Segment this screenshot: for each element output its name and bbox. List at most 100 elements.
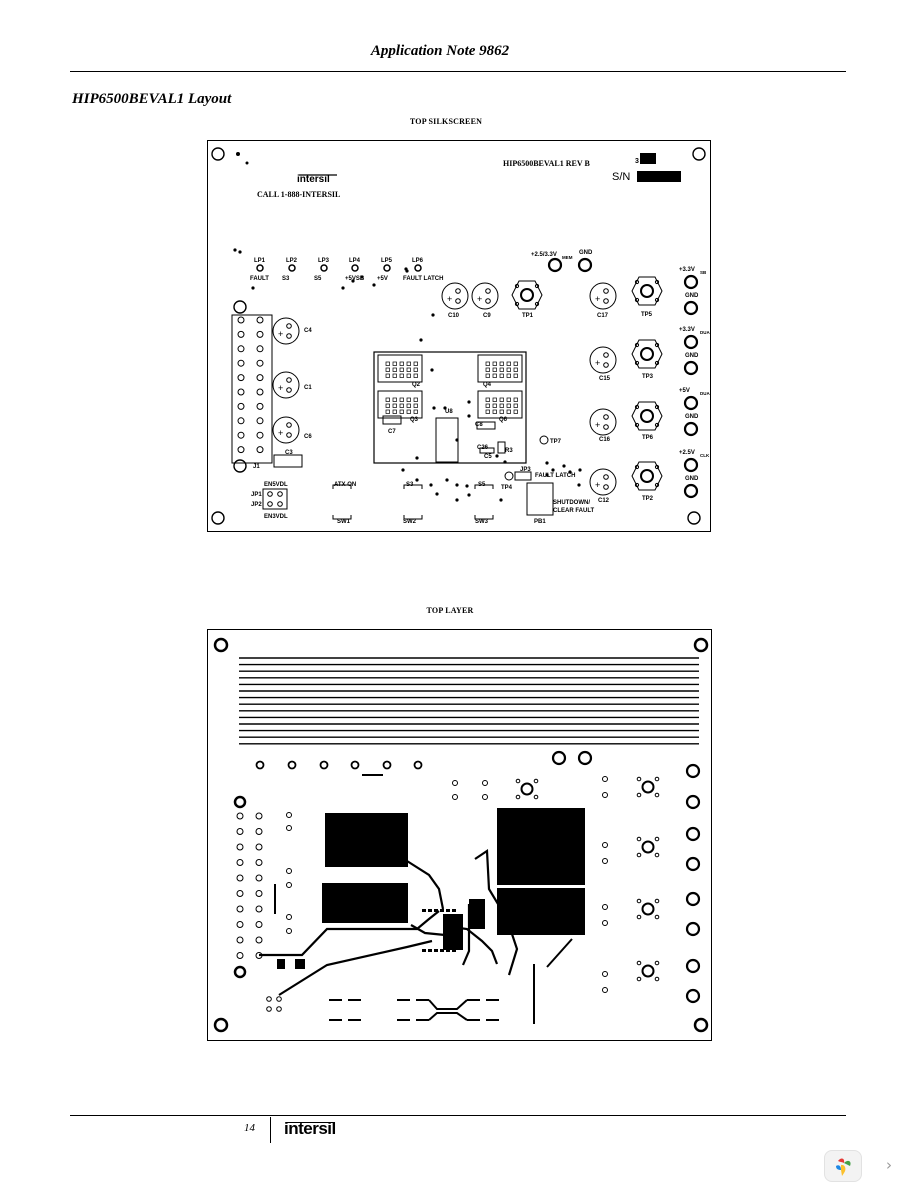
svg-text:+: + [278, 383, 283, 393]
svg-text:JP3: JP3 [520, 467, 531, 473]
svg-text:CLEAR FAULT: CLEAR FAULT [553, 508, 595, 514]
svg-text:+: + [595, 358, 600, 368]
svg-text:SW2: SW2 [403, 519, 417, 525]
next-page-button[interactable]: › [874, 1152, 904, 1178]
svg-text:GND: GND [685, 293, 699, 299]
section-title: HIP6500BEVAL1 Layout [72, 91, 232, 107]
led-label: +5VSB [345, 276, 365, 282]
cap-label: C1 [304, 385, 312, 391]
svg-text:ATX ON: ATX ON [334, 482, 356, 488]
svg-text:S5: S5 [478, 482, 486, 488]
top-layer-caption: TOP LAYER [426, 606, 474, 615]
svg-text:CLK: CLK [700, 453, 710, 458]
svg-text:C5: C5 [484, 454, 492, 460]
svg-text:+: + [477, 294, 482, 304]
cap-label: C16 [599, 437, 611, 443]
svg-text:U8: U8 [445, 409, 453, 415]
top-silkscreen-figure: intersil CALL 1-888-INTERSIL HIP6500BEVA… [207, 140, 711, 532]
svg-text:3: 3 [635, 158, 639, 165]
chevron-right-icon: › [886, 1156, 892, 1174]
leaf-icon [836, 1158, 851, 1176]
svg-text:C3: C3 [285, 450, 293, 456]
svg-text:+2.5V: +2.5V [679, 450, 695, 456]
svg-text:+: + [447, 294, 452, 304]
svg-text:GND: GND [685, 476, 699, 482]
svg-text:+: + [595, 294, 600, 304]
tp-label: TP3 [642, 374, 654, 380]
cap-label: C10 [448, 313, 460, 319]
silk-logo: intersil [297, 174, 330, 185]
led-label: S5 [314, 276, 322, 282]
svg-text:TP7: TP7 [550, 439, 562, 445]
cap-label: C15 [599, 376, 611, 382]
led-ref: LP1 [254, 258, 266, 264]
top-silkscreen-caption: TOP SILKSCREEN [409, 117, 483, 126]
silk-call: CALL 1-888-INTERSIL [257, 190, 340, 199]
svg-text:EN5VDL: EN5VDL [264, 482, 288, 488]
svg-text:+: + [595, 480, 600, 490]
led-ref: LP2 [286, 258, 298, 264]
footer-divider [270, 1117, 271, 1143]
cap-label: C4 [304, 328, 312, 334]
svg-text:SB: SB [700, 270, 707, 275]
svg-text:TP4: TP4 [501, 485, 513, 491]
svg-text:MEM: MEM [562, 255, 573, 260]
cap-label: C12 [598, 498, 610, 504]
svg-text:DUAL: DUAL [700, 330, 711, 335]
svg-text:+3.3V: +3.3V [679, 267, 695, 273]
svg-text:FAULT LATCH: FAULT LATCH [535, 473, 575, 479]
page-number: 14 [244, 1122, 255, 1134]
svg-text:Q3: Q3 [410, 417, 419, 423]
svg-text:JP2: JP2 [251, 502, 262, 508]
top-layer-figure [207, 629, 712, 1041]
svg-text:EN3VDL: EN3VDL [264, 514, 288, 520]
svg-text:Q2: Q2 [412, 382, 421, 388]
cap-label: C9 [483, 313, 491, 319]
svg-text:C8: C8 [475, 422, 483, 428]
j1-label: J1 [253, 464, 260, 470]
svg-text:GND: GND [579, 250, 593, 256]
svg-text:+: + [595, 420, 600, 430]
cap-label: C17 [597, 313, 609, 319]
svg-text:+: + [278, 428, 283, 438]
footer-rule [70, 1115, 846, 1116]
mounting-holes [211, 147, 706, 525]
led-ref: LP3 [318, 258, 330, 264]
svg-text:Q4: Q4 [483, 382, 492, 388]
svg-text:C26: C26 [477, 445, 489, 451]
svg-text:+5V: +5V [679, 388, 690, 394]
cap-label: C6 [304, 434, 312, 440]
silk-rev: HIP6500BEVAL1 REV B [503, 159, 591, 168]
svg-text:SW1: SW1 [337, 519, 351, 525]
svg-text:GND: GND [685, 414, 699, 420]
led-label: FAULT LATCH [403, 276, 443, 282]
led-ref: LP4 [349, 258, 361, 264]
led-label: FAULT [250, 276, 269, 282]
silk-sn: S/N [612, 171, 630, 183]
led-label: S3 [282, 276, 290, 282]
footer-logo: intersil [284, 1119, 336, 1138]
viewer-logo-button[interactable] [824, 1150, 862, 1182]
svg-text:DUAL: DUAL [700, 391, 711, 396]
svg-text:PB1: PB1 [534, 519, 546, 525]
svg-text:C7: C7 [388, 429, 396, 435]
svg-text:+3.3V: +3.3V [679, 327, 695, 333]
svg-text:JP1: JP1 [251, 492, 262, 498]
led-ref: LP5 [381, 258, 393, 264]
svg-text:SW3: SW3 [475, 519, 489, 525]
led-label: +5V [377, 276, 388, 282]
running-header: Application Note 9862 [370, 43, 510, 59]
svg-text:+2.5/3.3V: +2.5/3.3V [531, 252, 557, 258]
tp-label: TP5 [641, 312, 653, 318]
svg-text:Q6: Q6 [499, 417, 508, 423]
svg-text:S3: S3 [406, 482, 414, 488]
tp-label: TP6 [642, 435, 654, 441]
led-ref: LP6 [412, 258, 424, 264]
svg-text:+: + [278, 329, 283, 339]
svg-text:R3: R3 [505, 448, 513, 454]
svg-text:SHUTDOWN/: SHUTDOWN/ [553, 500, 590, 506]
header-rule [70, 71, 846, 72]
tp-label: TP1 [522, 313, 534, 319]
svg-text:GND: GND [685, 353, 699, 359]
tp-label: TP2 [642, 496, 654, 502]
